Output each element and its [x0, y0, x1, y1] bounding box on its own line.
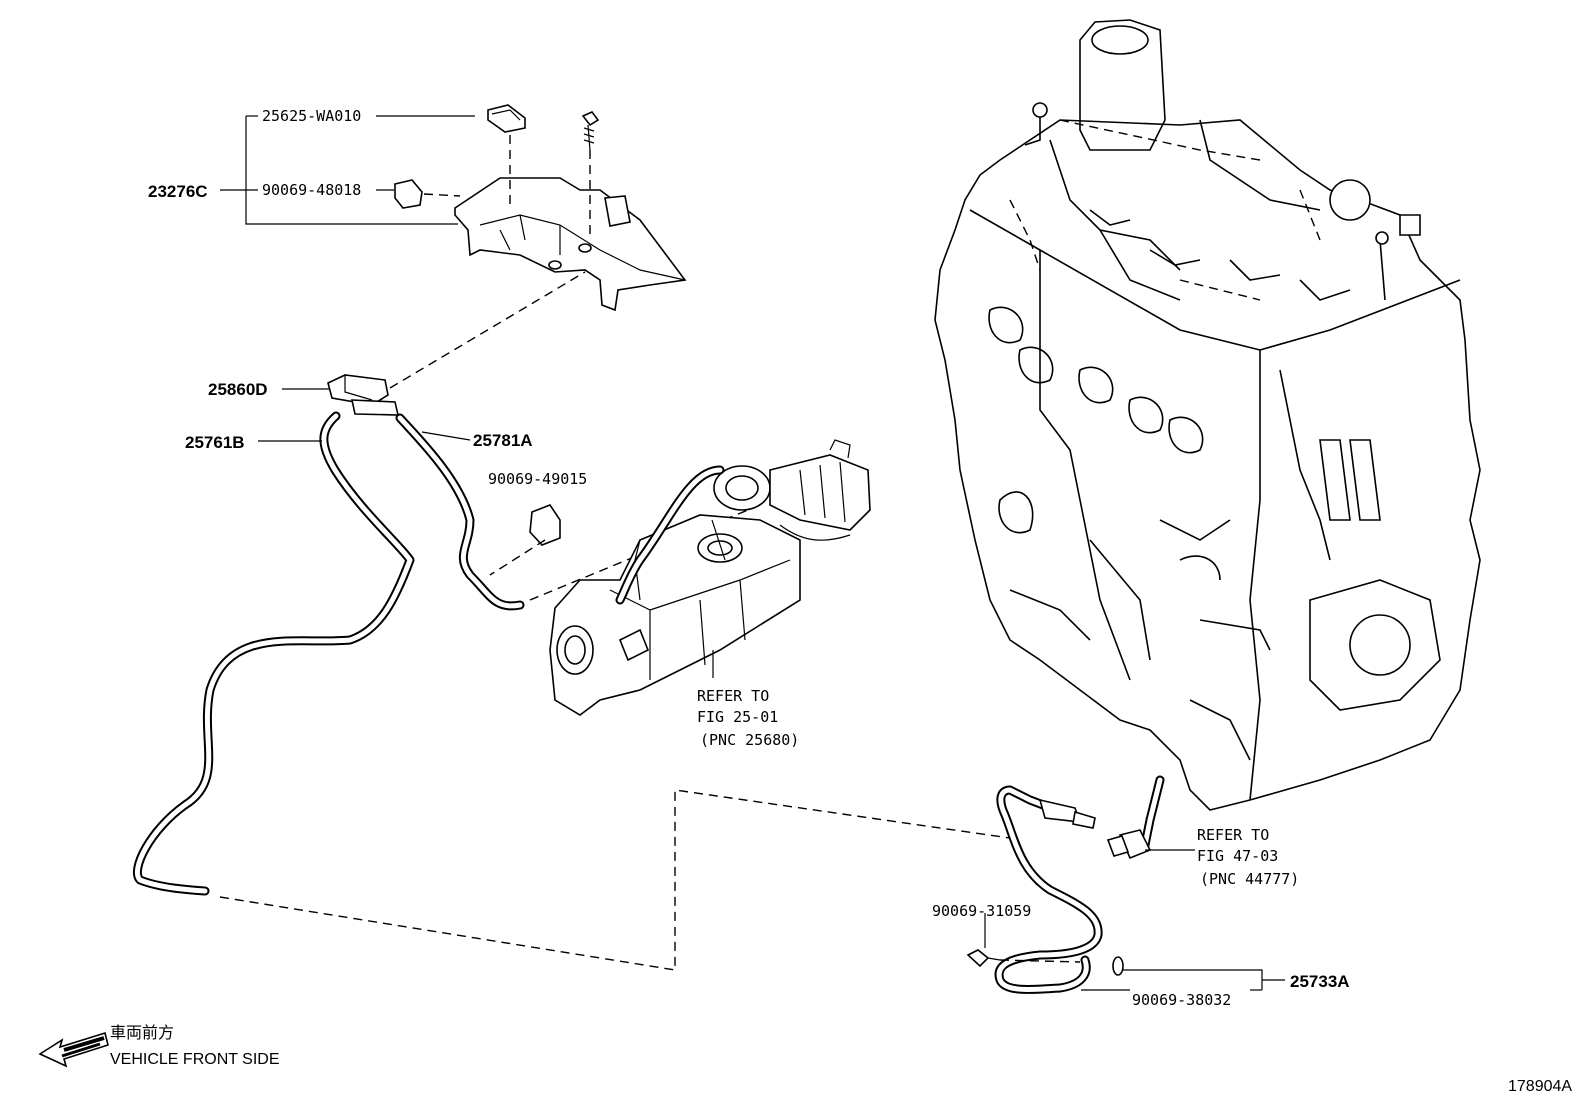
vsv-25860D-illustration — [327, 271, 586, 416]
gasket-90069-38032-shape — [1112, 956, 1124, 976]
figure-id: 178904A — [1508, 1078, 1572, 1095]
label-25781A: 25781A — [473, 431, 533, 450]
egr-valve-illustration — [549, 439, 871, 716]
label-90069-38032: 90069-38032 — [1132, 991, 1231, 1009]
bracket-assembly-illustration — [394, 104, 687, 312]
direction-en: VEHICLE FRONT SIDE — [110, 1051, 280, 1068]
refer-vac-line2: FIG 47-03 — [1197, 847, 1278, 865]
clamp-25625-shape — [487, 104, 526, 133]
direction-jp: 車両前方 — [110, 1024, 174, 1042]
label-25860D: 25860D — [208, 380, 268, 399]
label-25733A: 25733A — [1290, 972, 1350, 991]
clip-90069-48018-shape — [394, 179, 423, 209]
hoses-illustration — [132, 411, 1011, 971]
label-25625-WA010: 25625-WA010 — [262, 107, 361, 125]
clip-90069-49015-shape — [529, 504, 561, 546]
refer-vac-line3: (PNC 44777) — [1200, 870, 1299, 888]
pipe-25733A-illustration — [966, 785, 1124, 994]
label-90069-49015: 90069-49015 — [488, 470, 587, 488]
label-90069-31059: 90069-31059 — [932, 902, 1031, 920]
label-23276C: 23276C — [148, 182, 208, 201]
engine-block-illustration — [934, 19, 1481, 860]
leader-lines — [220, 115, 1285, 991]
refer-egr-line2: FIG 25-01 — [697, 708, 778, 726]
label-90069-48018: 90069-48018 — [262, 181, 361, 199]
vehicle-front-arrow-icon — [38, 1031, 109, 1068]
refer-egr-line3: (PNC 25680) — [700, 731, 799, 749]
label-25761B: 25761B — [185, 433, 245, 452]
refer-vac-line1: REFER TO — [1197, 826, 1269, 844]
refer-egr-line1: REFER TO — [697, 687, 769, 705]
